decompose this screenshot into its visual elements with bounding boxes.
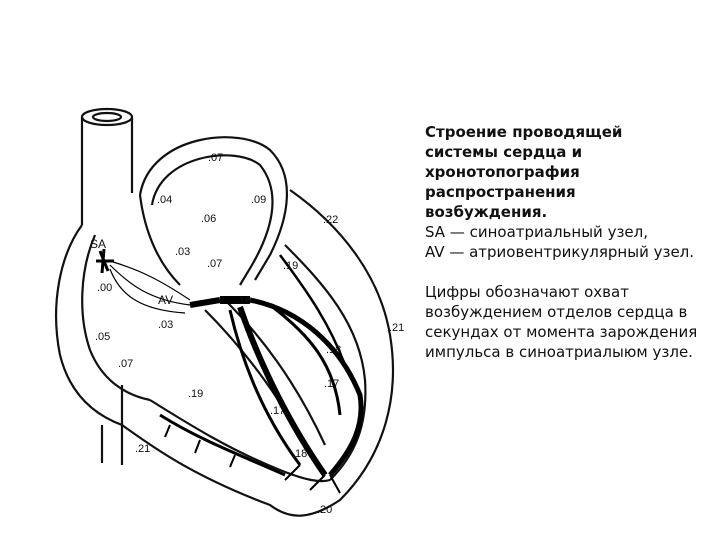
time-label: .03 xyxy=(158,319,173,331)
caption-note: Цифры обозначают охват возбуждением отде… xyxy=(425,283,698,361)
time-label: .04 xyxy=(157,194,172,206)
time-labels: .07 .04 .06 .09 .03 .07 .22 .19 .00 .16 … xyxy=(95,152,404,516)
time-label: .00 xyxy=(97,282,112,294)
time-label: .21 xyxy=(389,322,404,334)
heart-outline xyxy=(55,107,395,517)
time-label: .18 xyxy=(292,448,307,460)
time-label: .09 xyxy=(251,194,266,206)
time-label: .07 xyxy=(207,258,222,270)
av-node-mark xyxy=(189,297,221,308)
time-label: .03 xyxy=(175,246,190,258)
time-label: .22 xyxy=(323,214,338,226)
time-label: .19 xyxy=(188,388,203,400)
caption-title: Строение проводящей системы сердца и хро… xyxy=(425,123,623,221)
time-label: .19 xyxy=(283,260,298,272)
time-label: .07 xyxy=(118,358,133,370)
time-label: .05 xyxy=(95,331,110,343)
time-label: .21 xyxy=(135,443,150,455)
time-label: .06 xyxy=(201,213,216,225)
time-label: .16 xyxy=(236,295,251,307)
time-label: .18 xyxy=(326,344,341,356)
node-labels: SA AV xyxy=(90,237,173,307)
conduction-system xyxy=(96,248,364,494)
av-node-label: AV xyxy=(158,293,173,307)
caption-block: Строение проводящей системы сердца и хро… xyxy=(425,122,710,362)
legend-sa: SA — синоатриальный узел, xyxy=(425,223,649,241)
heart-conduction-diagram: SA AV .07 .04 .06 .09 .03 .07 .22 .19 .0… xyxy=(55,107,404,517)
time-label: .07 xyxy=(208,152,223,164)
time-label: .17 xyxy=(324,378,339,390)
time-label: .20 xyxy=(317,504,332,516)
time-label: .17 xyxy=(270,405,285,417)
legend-av: AV — атриовентрикулярный узел. xyxy=(425,243,695,261)
sa-node-label: SA xyxy=(90,237,106,251)
